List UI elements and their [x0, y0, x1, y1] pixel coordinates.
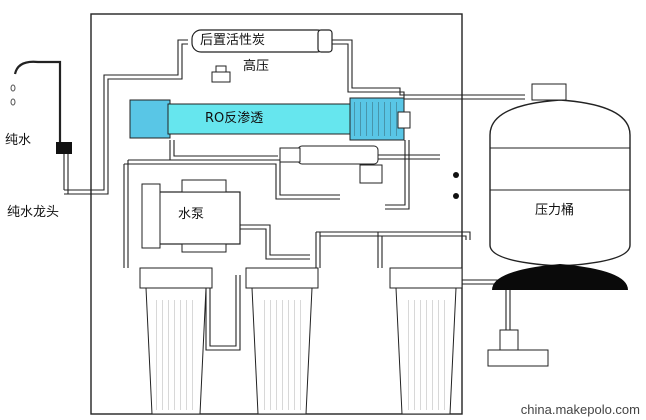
high-pressure-switch: [211, 65, 231, 83]
post-carbon-filter: [191, 29, 333, 53]
label-post-carbon: 后置活性炭: [200, 33, 266, 48]
indicator-dot-1: [453, 172, 459, 178]
label-pure-water: 纯水: [5, 133, 32, 148]
watermark: china.makepolo.com: [520, 402, 640, 417]
label-pure-faucet: 纯水龙头: [7, 205, 60, 220]
pipes: [63, 39, 525, 351]
pressure-tank: [489, 83, 631, 290]
label-pressure-tank: 压力桶: [535, 203, 575, 218]
label-high-pressure: 高压: [243, 59, 270, 74]
pre-filter-2: [245, 267, 319, 415]
water-pump: [141, 179, 241, 253]
pre-filter-1: [139, 267, 213, 415]
label-ro-membrane: RO反渗透: [205, 111, 264, 126]
pure-water-faucet: [10, 60, 72, 154]
ro-membrane: [129, 97, 411, 141]
pre-filter-3: [389, 267, 463, 415]
inlet-valve: [487, 329, 549, 367]
label-pump: 水泵: [178, 207, 205, 222]
indicator-dot-2: [453, 193, 459, 199]
flush-valve: [279, 145, 383, 184]
